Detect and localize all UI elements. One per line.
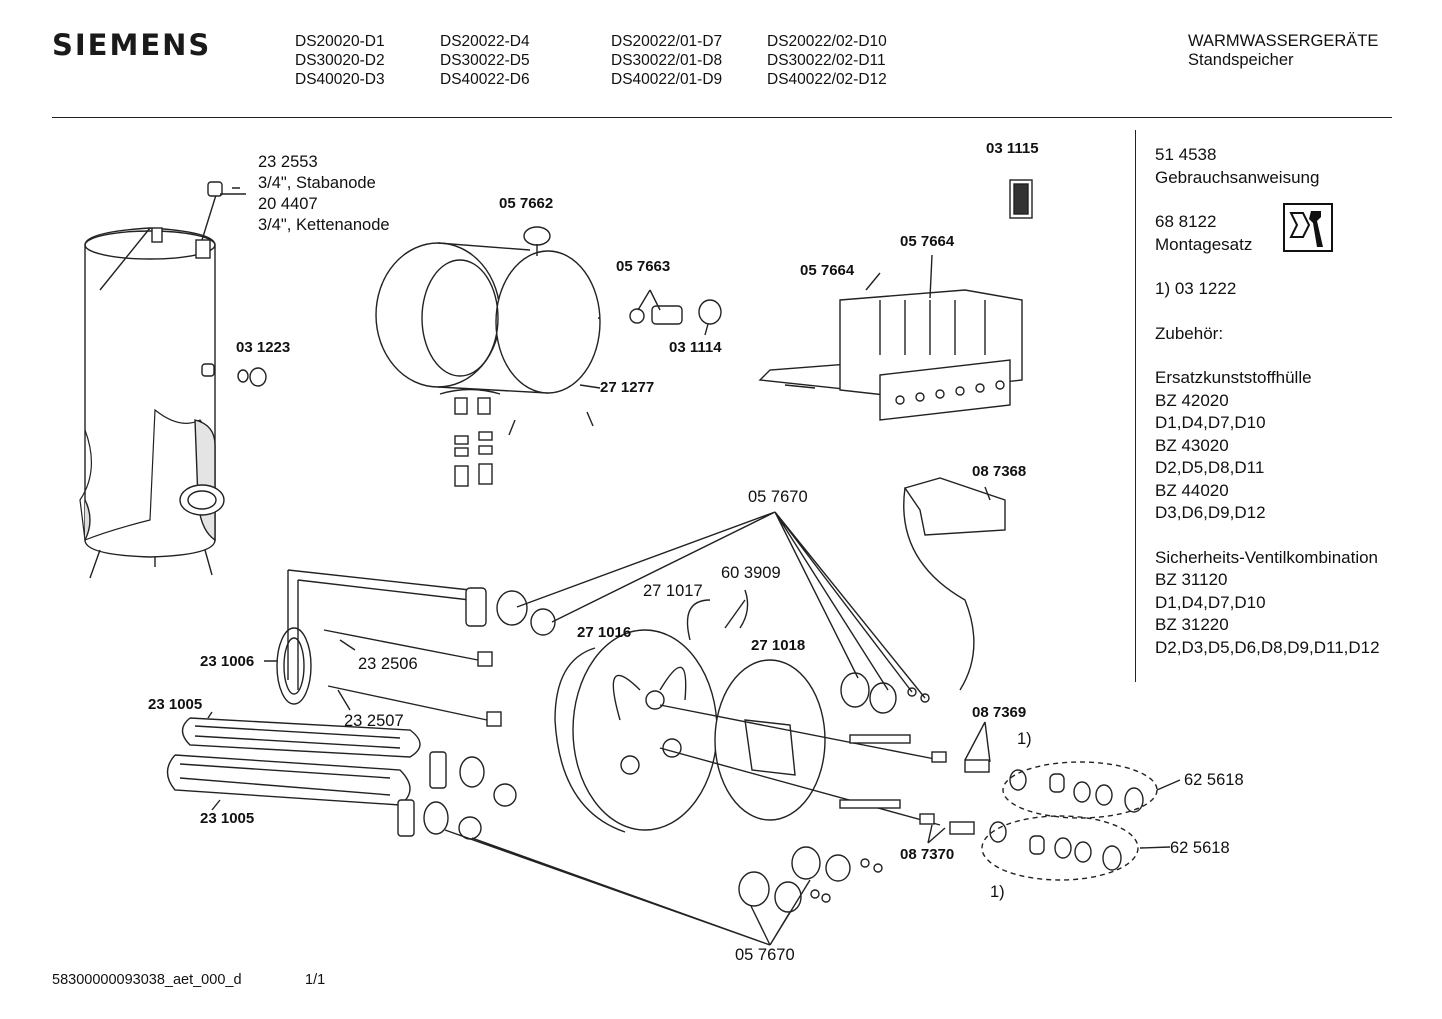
part-label: 05 7670 — [735, 946, 795, 964]
category-block: WARMWASSERGERÄTE Standspeicher — [1188, 32, 1378, 70]
footnote-marker: 1) — [990, 883, 1005, 901]
hull-item: BZ 43020 — [1155, 435, 1229, 455]
sidebar-info: 51 4538 Gebrauchsanweisung 68 8122 Monta… — [1155, 144, 1380, 659]
hull-item: BZ 44020 — [1155, 480, 1229, 500]
water-tank-illustration — [79, 181, 225, 579]
part-label: 08 7369 — [972, 704, 1027, 721]
part-label: 23 2553 — [258, 153, 318, 171]
part-label: 23 2506 — [358, 655, 418, 673]
part-label: 23 1006 — [200, 653, 255, 670]
manual-code: 51 4538 — [1155, 145, 1217, 164]
model: DS40022/01-D9 — [611, 71, 723, 88]
model: DS30022-D5 — [440, 52, 530, 69]
cover-housing-illustration — [375, 242, 601, 487]
model: DS40020-D3 — [295, 71, 385, 88]
heating-elements-illustration — [166, 569, 556, 840]
part-label: 27 1018 — [751, 637, 806, 654]
valve-label: Sicherheits-Ventilkombination — [1155, 547, 1379, 567]
brand-logo: SIEMENS — [52, 28, 212, 62]
part-label: 08 7368 — [972, 463, 1027, 480]
category-title: WARMWASSERGERÄTE — [1188, 32, 1379, 50]
part-label: 62 5618 — [1184, 771, 1244, 789]
valve-item: D2,D3,D5,D6,D8,D9,D11,D12 — [1155, 637, 1380, 657]
hull-item: D1,D4,D7,D10 — [1155, 413, 1266, 432]
valve-item: BZ 31220 — [1155, 615, 1229, 634]
model: DS20022/02-D10 — [767, 33, 887, 50]
part-label: 62 5618 — [1170, 839, 1230, 857]
part-label: 03 1223 — [236, 339, 291, 356]
part-label: 23 2507 — [344, 712, 404, 730]
manual-label: Gebrauchsanweisung — [1155, 167, 1320, 187]
part-desc: 3/4", Kettenanode — [258, 216, 390, 234]
flange-disk-illustration — [554, 629, 990, 835]
part-label: 27 1016 — [577, 624, 632, 641]
hull-item: BZ 42020 — [1155, 390, 1229, 410]
model-list-3: DS20022/01-D7 DS30022/01-D8 DS40022/01-D… — [611, 32, 722, 89]
mounting-tool-icon — [1283, 203, 1333, 252]
valve-item: BZ 31120 — [1155, 570, 1228, 589]
model: DS30022/01-D8 — [611, 52, 723, 69]
relay-block-illustration — [758, 289, 1023, 421]
part-label: 03 1115 — [986, 140, 1039, 157]
part-label: 05 7662 — [499, 195, 554, 212]
part-label: 05 7670 — [748, 488, 808, 506]
mount-label: Montagesatz — [1155, 234, 1253, 254]
model-list-2: DS20022-D4 DS30022-D5 DS40022-D6 — [440, 32, 530, 89]
valve-item: D1,D4,D7,D10 — [1155, 592, 1266, 612]
part-label: 05 7664 — [900, 233, 955, 250]
part-label: 03 1114 — [669, 339, 722, 356]
note-1: 1) 03 1222 — [1155, 279, 1237, 298]
category-subtitle: Standspeicher — [1188, 51, 1294, 69]
model: DS30022/02-D11 — [767, 52, 886, 69]
model: DS30020-D2 — [295, 52, 385, 69]
model: DS40022-D6 — [440, 71, 530, 88]
document-id: 58300000093038_aet_000_d — [52, 972, 242, 988]
header-divider — [52, 117, 1392, 118]
part-label: 23 1005 — [148, 696, 203, 713]
footnote-marker: 1) — [1017, 730, 1032, 748]
mount-code: 68 8122 — [1155, 212, 1217, 231]
model-list-4: DS20022/02-D10 DS30022/02-D11 DS40022/02… — [767, 32, 887, 89]
accessories-label: Zubehör: — [1155, 323, 1224, 343]
part-label: 20 4407 — [258, 195, 318, 213]
part-label: 60 3909 — [721, 564, 781, 582]
part-label: 08 7370 — [900, 846, 955, 863]
model: DS40022/02-D12 — [767, 71, 887, 88]
model: DS20022-D4 — [440, 33, 530, 50]
model-list-1: DS20020-D1 DS30020-D2 DS40020-D3 — [295, 32, 385, 89]
hull-label: Ersatzkunststoffhülle — [1155, 368, 1312, 387]
part-label: 05 7664 — [800, 262, 855, 279]
part-label: 23 1005 — [200, 810, 255, 827]
part-desc: 3/4", Stabanode — [258, 174, 376, 192]
hull-item: D2,D5,D8,D11 — [1155, 458, 1265, 477]
part-label: 27 1277 — [600, 379, 655, 396]
sidebar-divider — [1135, 130, 1136, 682]
model: DS20022/01-D7 — [611, 33, 723, 50]
page-number: 1/1 — [305, 972, 326, 988]
hull-item: D3,D6,D9,D12 — [1155, 503, 1266, 522]
part-label: 05 7663 — [616, 258, 671, 275]
model: DS20020-D1 — [295, 33, 385, 50]
part-label: 27 1017 — [643, 582, 703, 600]
